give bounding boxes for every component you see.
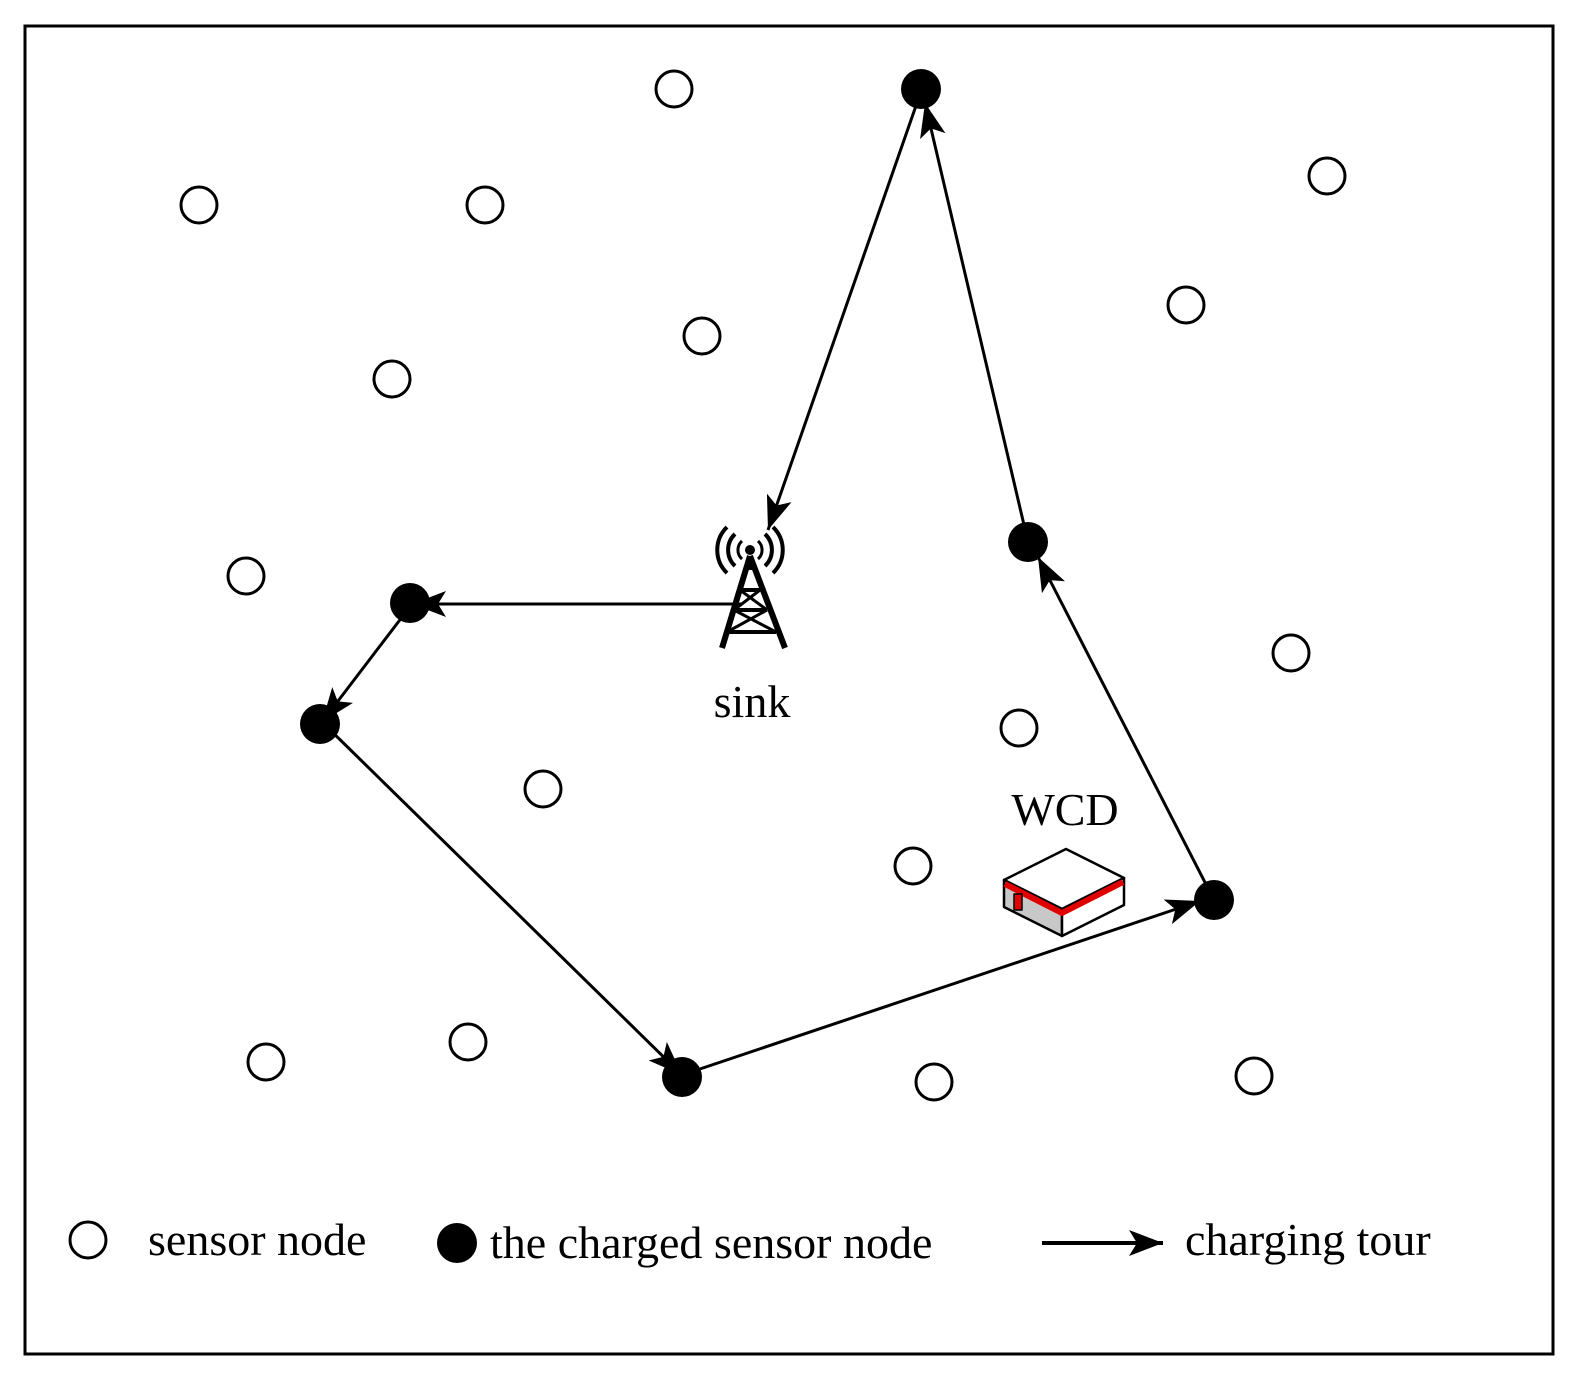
tour-segment-n6-to-sink [766,99,920,531]
charged-sensor-node [1194,880,1234,920]
sensor-node [179,185,219,225]
sensor-node [226,556,266,596]
tour-segment-n3-to-n4 [681,899,1201,1077]
sensor-node [1166,285,1206,325]
sensor-nodes [179,69,1347,1102]
sensor-node [682,316,722,356]
tour-segment-n1-to-n2 [320,603,414,723]
legend-sensor-node-symbol [68,1220,108,1260]
legend-sensor-node-label: sensor node [148,1214,366,1265]
legend-charging-tour-label: charging tour [1185,1214,1431,1265]
sensor-node [654,69,694,109]
tour-segment-n2-to-n3 [320,720,684,1077]
sensor-node [523,769,563,809]
charged-sensor-node [662,1057,702,1097]
tour-segment-n4-to-n5 [1036,556,1215,899]
sensor-node [1307,156,1347,196]
wcd-label: WCD [1011,784,1118,835]
sensor-node [372,359,412,399]
sensor-node [999,708,1039,748]
sensor-node [1271,633,1311,673]
charged-sensor-node [300,704,340,744]
diagram-border [23,24,1555,1356]
charged-sensor-node [390,583,430,623]
wcd-station-icon [1002,847,1126,938]
sensor-node [448,1022,488,1062]
sensor-node [246,1042,286,1082]
charging-tour-path [320,99,1215,1077]
sensor-node [465,185,505,225]
charged-sensor-node [1008,522,1048,562]
sink-tower-icon [715,525,788,650]
sink-label: sink [714,676,791,727]
sensor-node [1234,1056,1274,1096]
sensor-node [893,846,933,886]
sensor-node [914,1062,954,1102]
legend-charged-node-symbol [437,1223,477,1263]
charged-sensor-node [901,69,941,109]
tour-segment-n5-to-n6 [920,102,1030,543]
legend-charged-node-label: the charged sensor node [490,1217,932,1268]
charged-sensor-nodes [300,69,1234,1097]
legend: sensor node the charged sensor node char… [68,1214,1431,1268]
